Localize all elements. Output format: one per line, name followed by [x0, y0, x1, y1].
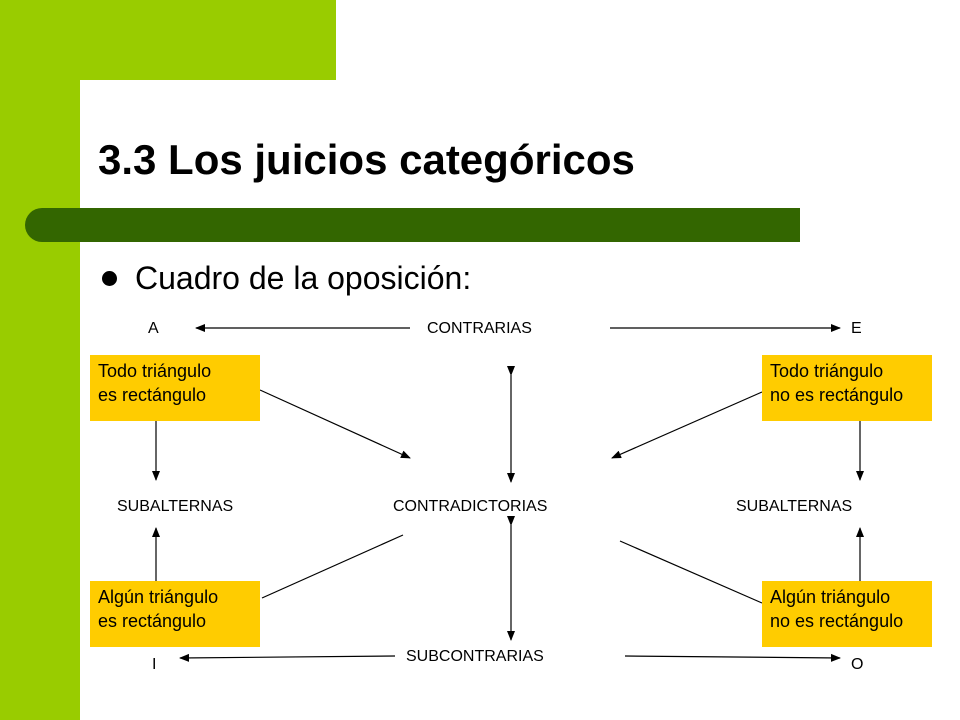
- left-green-bar: [0, 0, 80, 720]
- bullet-text: Cuadro de la oposición:: [135, 259, 472, 296]
- slide-title: 3.3 Los juicios categóricos: [98, 136, 635, 183]
- label-subcontrarias: SUBCONTRARIAS: [406, 648, 544, 665]
- corner-label-e: E: [851, 320, 862, 337]
- proposition-box-o: Algún triángulo no es rectángulo: [762, 581, 932, 647]
- arrow-subcontrarias-left: [179, 653, 396, 662]
- label-subalternas-left: SUBALTERNAS: [117, 498, 234, 515]
- label-contradictorias: CONTRADICTORIAS: [393, 498, 548, 515]
- label-subalternas-right: SUBALTERNAS: [736, 498, 853, 515]
- title-underline-bar: [25, 208, 800, 242]
- corner-label-o: O: [851, 656, 864, 673]
- top-green-block: [0, 0, 336, 80]
- line-diagonal-o: [619, 540, 763, 604]
- corner-label-a: A: [148, 320, 159, 337]
- bullet-dot-icon: [102, 270, 117, 286]
- proposition-box-e: Todo triángulo no es rectángulo: [762, 355, 932, 421]
- bullet-item: Cuadro de la oposición:: [102, 256, 471, 300]
- arrow-diagonal-a: [259, 389, 411, 459]
- line-diagonal-i: [261, 534, 404, 599]
- proposition-box-i: Algún triángulo es rectángulo: [90, 581, 260, 647]
- label-contrarias: CONTRARIAS: [427, 320, 532, 337]
- proposition-box-a: Todo triángulo es rectángulo: [90, 355, 260, 421]
- arrow-diagonal-e: [611, 391, 763, 459]
- corner-label-i: I: [152, 656, 157, 673]
- arrow-subcontrarias-right: [624, 653, 841, 662]
